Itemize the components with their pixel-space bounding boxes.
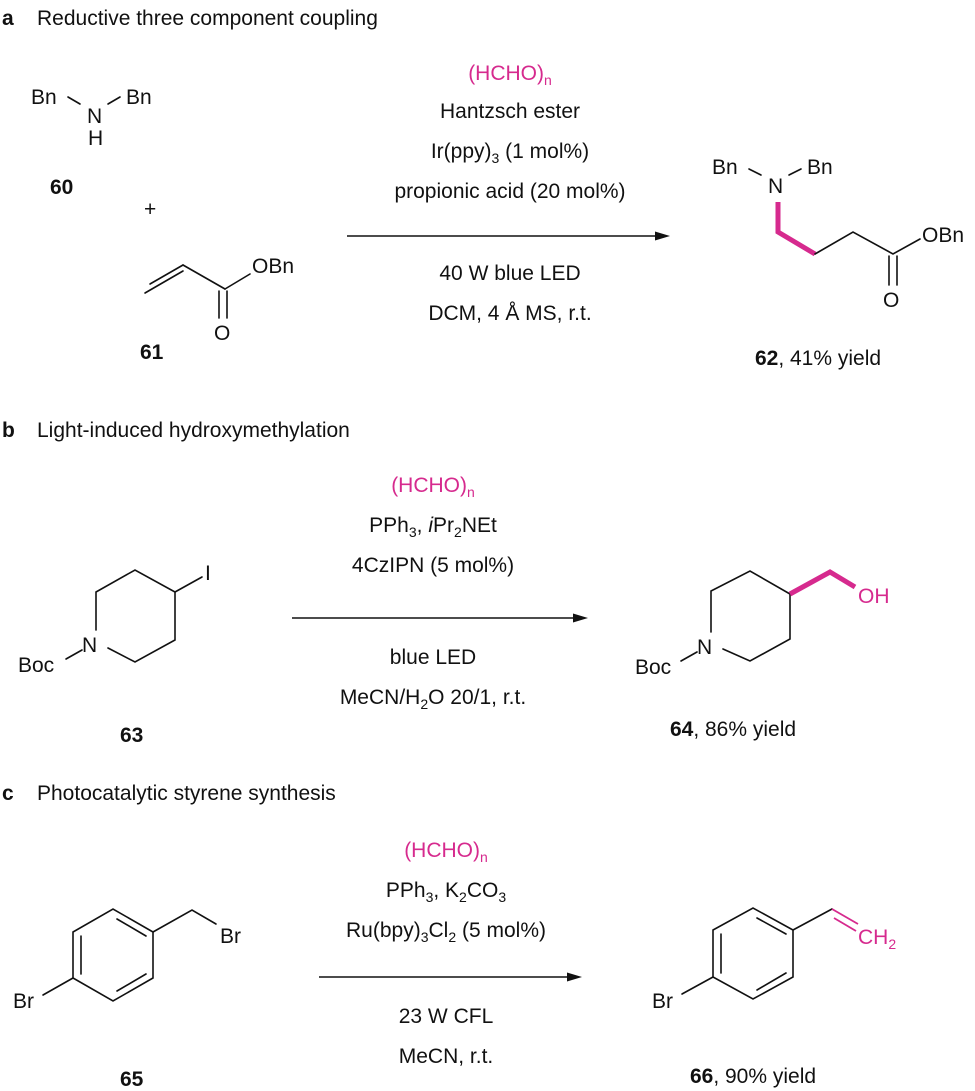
bond: [681, 976, 714, 995]
bond: [814, 231, 921, 255]
product-yield-label: 62, 41% yield: [755, 347, 881, 370]
condition-text: 40 W blue LED: [439, 262, 580, 285]
section-b: b Light-induced hydroxymethylation Boc N…: [2, 419, 890, 747]
atom-label: N: [82, 634, 97, 657]
section-title: Photocatalytic styrene synthesis: [37, 782, 336, 805]
reagent-additives: PPh3, K2CO3: [386, 879, 506, 905]
bond: [107, 96, 121, 105]
atom-label: Boc: [18, 654, 54, 677]
section-letter: a: [2, 7, 14, 30]
ring-bonds: [710, 570, 791, 662]
reagent-catalyst: Ru(bpy)3Cl2 (5 mol%): [346, 919, 546, 945]
compound-64-structure: Boc N OH: [635, 569, 890, 679]
section-title: Light-induced hydroxymethylation: [37, 419, 350, 442]
new-bond-highlight: [775, 202, 817, 257]
bond: [152, 909, 217, 933]
reagent-additives: PPh3, iPr2NEt: [369, 514, 497, 540]
new-bond-highlight: [833, 917, 857, 932]
atom-label: OBn: [252, 255, 294, 278]
bond: [680, 651, 698, 662]
atom-label: N: [87, 105, 102, 128]
reagent-text: 4CzIPN (5 mol%): [352, 554, 514, 577]
compound-66-structure: Br CH2: [652, 907, 896, 1013]
atom-label: N: [768, 175, 783, 198]
new-bond-highlight: [788, 569, 857, 597]
atom-label: Br: [652, 990, 673, 1013]
compound-65-structure: Br Br: [13, 908, 241, 1013]
bond: [756, 917, 787, 935]
compound-61-structure: OBn O: [144, 255, 294, 345]
atom-label: OBn: [922, 224, 964, 247]
section-letter: c: [2, 782, 14, 805]
reagent-paraformaldehyde: (HCHO)n: [391, 474, 475, 500]
condition-solvent: MeCN/H2O 20/1, r.t.: [340, 686, 526, 712]
reagent-paraformaldehyde: (HCHO)n: [404, 839, 488, 865]
atom-label: Bn: [126, 86, 152, 109]
compound-62-structure: Bn N Bn OBn O: [712, 156, 964, 312]
bond: [788, 168, 802, 176]
atom-label: Br: [220, 925, 241, 948]
benzene-ring: [712, 907, 794, 1000]
atom-label: N: [697, 636, 712, 659]
atom-label: O: [214, 322, 230, 345]
bond: [748, 168, 762, 176]
condition-text: MeCN, r.t.: [399, 1045, 494, 1068]
reaction-arrow: [292, 613, 588, 623]
bond: [116, 973, 147, 992]
atom-label: Bn: [712, 156, 738, 179]
reaction-arrow: [319, 972, 582, 982]
reagent-catalyst: Ir(ppy)3 (1 mol%): [431, 140, 589, 166]
atom-label: I: [205, 562, 211, 585]
reagent-text: propionic acid (20 mol%): [394, 180, 625, 203]
section-a: a Reductive three component coupling Bn …: [2, 7, 964, 370]
product-yield-label: 66, 90% yield: [690, 1065, 816, 1088]
bond: [224, 273, 251, 290]
compound-id-label: 60: [50, 176, 73, 199]
atom-label: O: [883, 289, 899, 312]
bond: [149, 264, 184, 285]
atom-label: Boc: [635, 656, 671, 679]
bond: [116, 918, 147, 937]
section-c: c Photocatalytic styrene synthesis Br Br…: [2, 782, 896, 1091]
compound-id-label: 61: [140, 341, 164, 364]
atom-label: OH: [858, 585, 890, 608]
product-yield-label: 64, 86% yield: [670, 718, 796, 741]
compound-60-structure: Bn N H Bn: [31, 86, 152, 150]
reagent-paraformaldehyde: (HCHO)n: [468, 62, 552, 88]
new-bond-highlight: [831, 908, 859, 925]
reaction-arrow: [347, 231, 670, 241]
atom-label: CH2: [858, 926, 896, 952]
bond: [144, 270, 184, 294]
reagent-text: Hantzsch ester: [440, 100, 580, 123]
bond: [174, 576, 203, 593]
plus-sign: +: [144, 198, 156, 221]
condition-text: DCM, 4 Å MS, r.t.: [428, 302, 591, 325]
benzene-ring: [72, 908, 154, 1002]
section-title: Reductive three component coupling: [37, 7, 378, 30]
bond: [792, 908, 833, 931]
atom-label: Bn: [807, 156, 833, 179]
condition-text: blue LED: [390, 646, 476, 669]
bond: [42, 977, 74, 996]
bond: [67, 96, 81, 105]
ring-bonds: [95, 569, 176, 663]
atom-label: Br: [13, 990, 34, 1013]
compound-id-label: 65: [120, 1068, 144, 1091]
bond: [756, 972, 787, 991]
condition-text: 23 W CFL: [399, 1005, 494, 1028]
bond: [65, 649, 83, 660]
bond: [182, 264, 226, 290]
atom-label: Bn: [31, 86, 57, 109]
compound-63-structure: Boc N I: [18, 562, 211, 677]
atom-label: H: [88, 127, 103, 150]
section-letter: b: [2, 419, 15, 442]
compound-id-label: 63: [120, 724, 143, 747]
